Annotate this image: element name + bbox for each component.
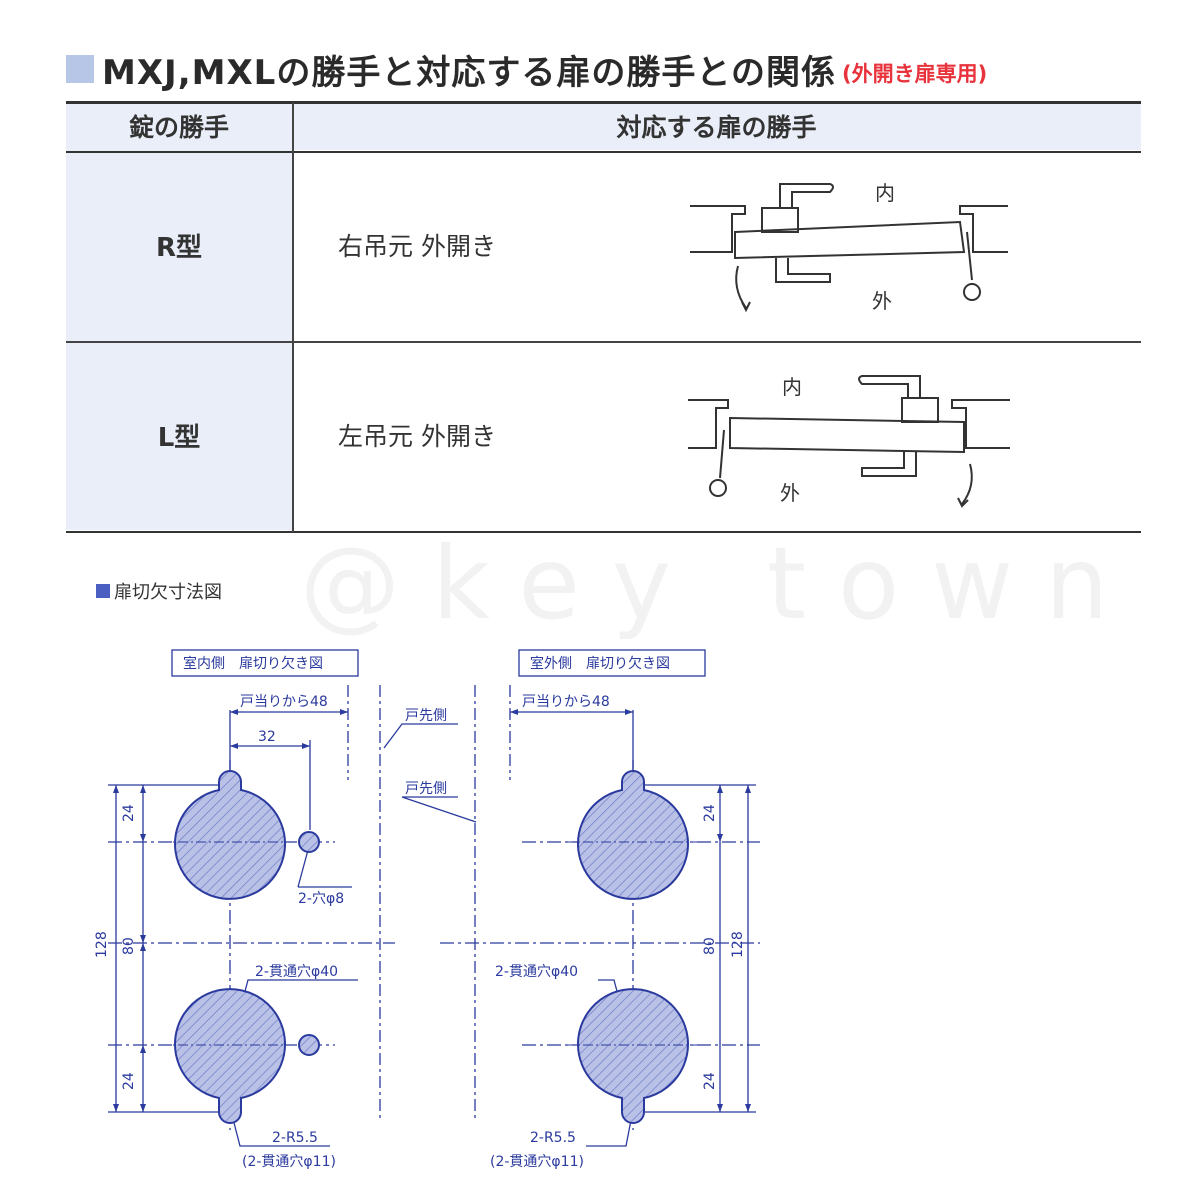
left-top-hole — [298, 831, 320, 853]
right-dim-80: 80 — [702, 937, 718, 955]
diagram-l-outside: 外 — [780, 481, 800, 505]
right-top-cutout — [577, 770, 689, 900]
table-row: L型 左吊元 外開き — [66, 340, 1141, 530]
watermark: @key town — [300, 525, 1141, 642]
handing-table: 錠の勝手 対応する扉の勝手 R型 右吊元 外開き L型 左吊元 外開き — [66, 101, 1141, 530]
left-bottom-cutout — [174, 988, 286, 1124]
door-edge-2: 戸先側 — [405, 781, 447, 797]
diagram-r-inside: 内 — [875, 181, 895, 205]
left-top-cutout — [174, 770, 286, 900]
right-through-11: (2-貫通穴φ11) — [490, 1154, 584, 1170]
left-title-box — [171, 649, 359, 677]
row-type-l: L型 — [66, 340, 292, 530]
dim-32: 32 — [258, 729, 276, 745]
right-through-40: 2-貫通穴φ40 — [495, 964, 578, 980]
row-door-r-text: 右吊元 外開き — [338, 232, 496, 261]
right-title-box — [518, 649, 706, 677]
row-door-l-text: 左吊元 外開き — [338, 422, 496, 451]
hole-8-label: 2-穴φ8 — [298, 891, 344, 907]
diagram-r-outside: 外 — [872, 289, 892, 313]
right-r55: 2-R5.5 — [530, 1130, 576, 1146]
diagram-l-inside: 内 — [782, 375, 802, 399]
right-bottom-cutout — [577, 988, 689, 1124]
row-door-r: 右吊元 外開き — [292, 150, 1141, 340]
left-dim-24-bottom: 24 — [121, 1072, 137, 1090]
title-sub: (外開き扉専用) — [842, 62, 988, 86]
table-row: R型 右吊元 外開き — [66, 150, 1141, 340]
left-through-40: 2-貫通穴φ40 — [255, 964, 338, 980]
door-diagram-r: 内 外 — [690, 181, 1008, 313]
header-door-handing: 対応する扉の勝手 — [292, 101, 1141, 150]
right-dim-24-top: 24 — [702, 804, 718, 822]
section-square-icon — [96, 584, 110, 598]
table-col-divider — [292, 103, 294, 532]
left-dim-80: 80 — [121, 937, 137, 955]
header-lock-handing: 錠の勝手 — [66, 101, 292, 150]
left-from-stop: 戸当りから48 — [240, 694, 328, 710]
title-main: MXJ,MXLの勝手と対応する扉の勝手との関係 — [102, 52, 836, 93]
left-through-11: (2-貫通穴φ11) — [242, 1154, 336, 1170]
table-rule-bottom — [66, 531, 1141, 533]
row-door-l: 左吊元 外開き — [292, 340, 1141, 530]
left-title: 室内側 扉切り欠き図 — [183, 655, 323, 672]
door-diagram-l: 内 外 — [688, 375, 1010, 508]
page-title: MXJ,MXLの勝手と対応する扉の勝手との関係 (外開き扉専用) — [66, 44, 987, 94]
left-dim-128: 128 — [94, 931, 110, 958]
right-dim-128: 128 — [730, 931, 746, 958]
left-r55: 2-R5.5 — [272, 1130, 318, 1146]
left-dim-24-top: 24 — [121, 804, 137, 822]
door-edge-1: 戸先側 — [405, 708, 447, 724]
title-square-icon — [66, 55, 94, 83]
right-from-stop: 戸当りから48 — [522, 694, 610, 710]
row-type-r: R型 — [66, 150, 292, 340]
left-bottom-hole — [298, 1034, 320, 1056]
right-dim-24-bottom: 24 — [702, 1072, 718, 1090]
section-label: 扉切欠寸法図 — [96, 578, 222, 604]
table-rule-top — [66, 101, 1141, 104]
table-rule-mid — [66, 341, 1141, 343]
section-label-text: 扉切欠寸法図 — [114, 582, 222, 603]
right-title: 室外側 扉切り欠き図 — [530, 655, 670, 672]
table-rule-header — [66, 151, 1141, 153]
